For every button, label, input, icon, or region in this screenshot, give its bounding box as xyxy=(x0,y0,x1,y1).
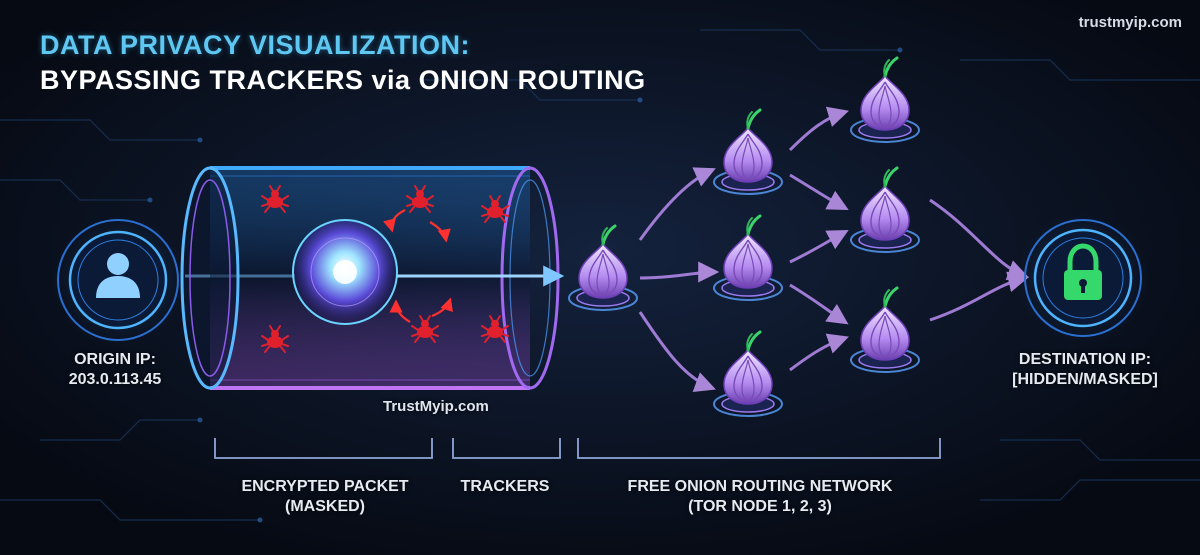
destination-ip-label: DESTINATION IP: [HIDDEN/MASKED] xyxy=(1000,350,1170,390)
network-label-line-2: (TOR NODE 1, 2, 3) xyxy=(688,498,832,515)
origin-ip-caption: ORIGIN IP: xyxy=(74,351,156,368)
origin-node xyxy=(52,214,184,346)
network-bracket xyxy=(577,438,941,459)
packet-label-line-2: (MASKED) xyxy=(285,498,365,515)
diagram-title: DATA PRIVACY VISUALIZATION: BYPASSING TR… xyxy=(40,32,646,94)
title-line-1: DATA PRIVACY VISUALIZATION: xyxy=(40,30,470,60)
packet-label-line-1: ENCRYPTED PACKET xyxy=(241,478,409,495)
destination-ip-value: [HIDDEN/MASKED] xyxy=(1012,371,1158,388)
trackers-bracket xyxy=(452,438,561,459)
title-line-2: BYPASSING TRACKERS via ONION ROUTING xyxy=(40,65,646,95)
network-label-line-1: FREE ONION ROUTING NETWORK xyxy=(627,478,893,495)
deflection-arrows xyxy=(383,209,453,323)
encrypted-packet-orb xyxy=(292,219,398,325)
destination-node xyxy=(1017,212,1149,344)
packet-bracket xyxy=(214,438,433,459)
origin-ip-value: 203.0.113.45 xyxy=(68,371,162,388)
user-icon xyxy=(96,253,140,298)
padlock-icon xyxy=(1064,243,1102,300)
brand-watermark-center: TrustMyip.com xyxy=(383,398,489,415)
trackers-label-line-1: TRACKERS xyxy=(460,478,550,495)
onion-network-label: FREE ONION ROUTING NETWORK (TOR NODE 1, … xyxy=(590,477,930,517)
circuit-traces xyxy=(0,29,1200,521)
destination-ip-caption: DESTINATION IP: xyxy=(1018,351,1152,368)
encrypted-packet-label: ENCRYPTED PACKET (MASKED) xyxy=(220,477,430,517)
onion-links xyxy=(638,106,1030,392)
section-brackets xyxy=(214,438,941,459)
origin-ip-label: ORIGIN IP: 203.0.113.45 xyxy=(40,350,190,390)
trackers-label: TRACKERS xyxy=(440,477,570,497)
brand-watermark-top: trustmyip.com xyxy=(1078,14,1182,31)
